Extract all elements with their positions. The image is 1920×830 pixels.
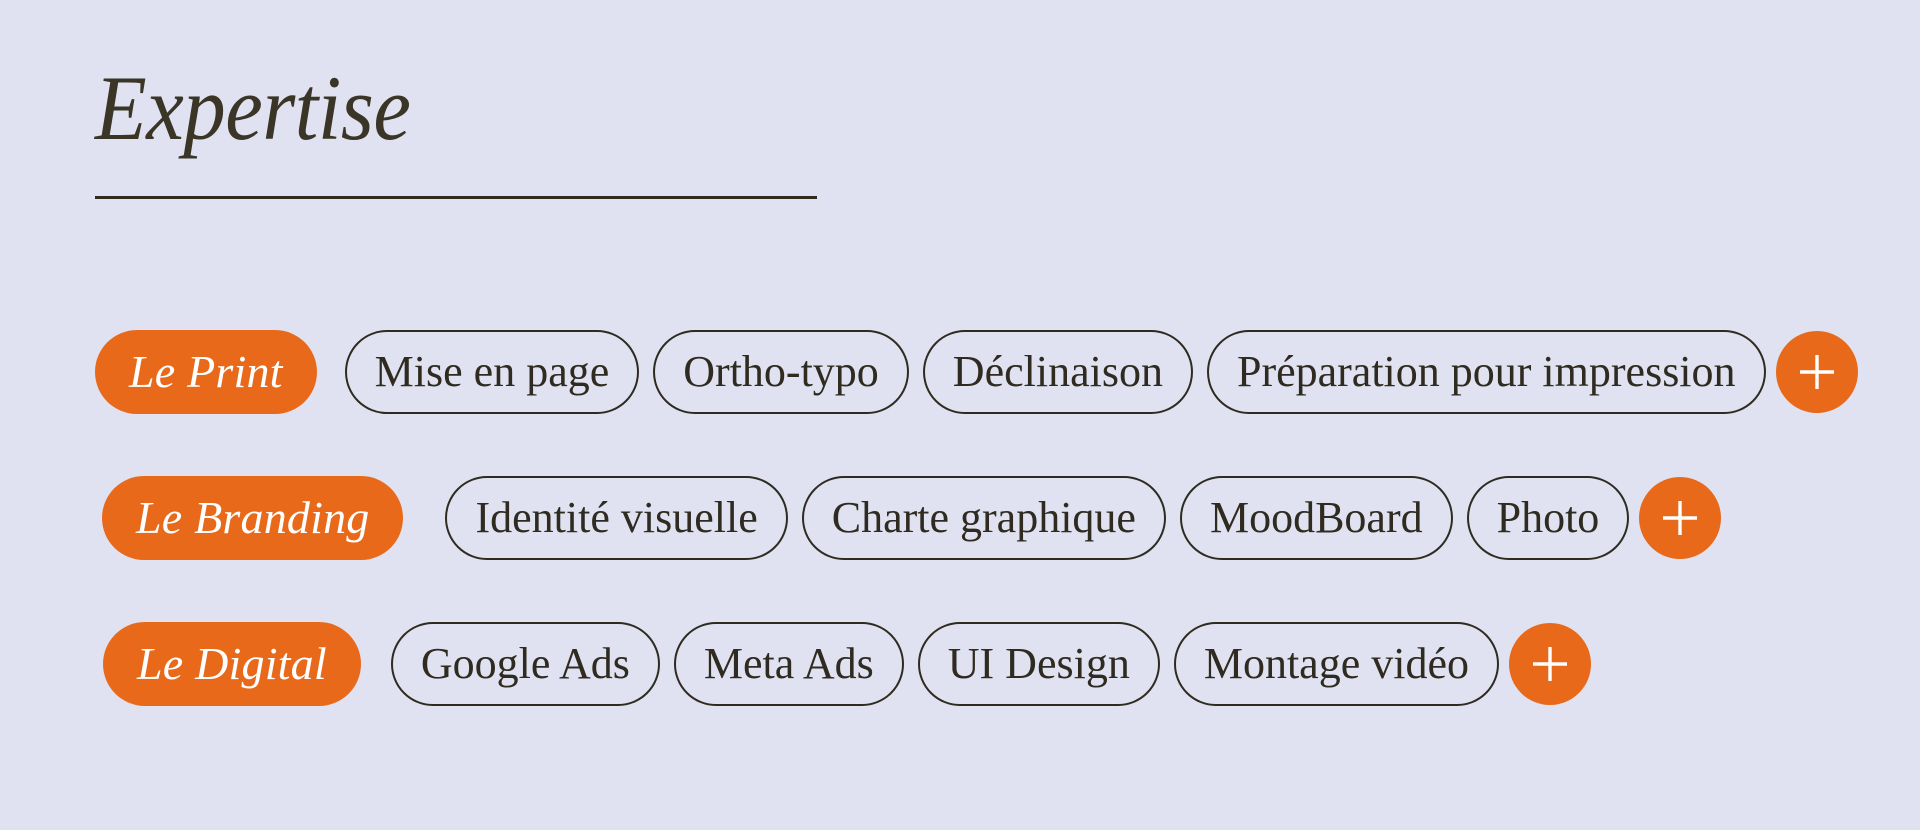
- tag-list-digital: Google Ads Meta Ads UI Design Montage vi…: [390, 622, 1499, 706]
- tag-pill[interactable]: MoodBoard: [1179, 476, 1453, 560]
- tag-list-branding: Identité visuelle Charte graphique MoodB…: [445, 476, 1630, 560]
- page-title: Expertise: [95, 57, 411, 159]
- tag-list-print: Mise en page Ortho-typo Déclinaison Prép…: [344, 330, 1766, 414]
- tag-pill[interactable]: Mise en page: [344, 330, 640, 414]
- expertise-row-print: Le Print Mise en page Ortho-typo Déclina…: [0, 320, 1920, 424]
- tag-pill[interactable]: Meta Ads: [673, 622, 904, 706]
- page-header: Expertise: [95, 62, 855, 199]
- expertise-row-digital: Le Digital Google Ads Meta Ads UI Design…: [0, 612, 1920, 716]
- expertise-row-branding: Le Branding Identité visuelle Charte gra…: [0, 466, 1920, 570]
- tag-pill[interactable]: Préparation pour impression: [1206, 330, 1766, 414]
- category-pill-le-print[interactable]: Le Print: [95, 330, 317, 414]
- add-skill-button-digital[interactable]: [1509, 623, 1591, 705]
- title-divider: [95, 196, 817, 199]
- plus-icon: [1658, 496, 1702, 540]
- add-skill-button-branding[interactable]: [1639, 477, 1722, 559]
- tag-pill[interactable]: Photo: [1466, 476, 1630, 560]
- add-skill-button-print[interactable]: [1775, 331, 1858, 413]
- tag-pill[interactable]: Identité visuelle: [445, 476, 788, 560]
- expertise-rows: Le Print Mise en page Ortho-typo Déclina…: [0, 320, 1920, 758]
- tag-pill[interactable]: Google Ads: [390, 622, 660, 706]
- tag-pill[interactable]: Charte graphique: [801, 476, 1166, 560]
- category-pill-le-branding[interactable]: Le Branding: [102, 476, 404, 560]
- plus-icon: [1795, 350, 1839, 394]
- tag-pill[interactable]: Montage vidéo: [1173, 622, 1499, 706]
- tag-pill[interactable]: UI Design: [917, 622, 1160, 706]
- tag-pill[interactable]: Ortho-typo: [653, 330, 909, 414]
- category-pill-le-digital[interactable]: Le Digital: [103, 622, 361, 706]
- plus-icon: [1528, 642, 1572, 686]
- tag-pill[interactable]: Déclinaison: [922, 330, 1193, 414]
